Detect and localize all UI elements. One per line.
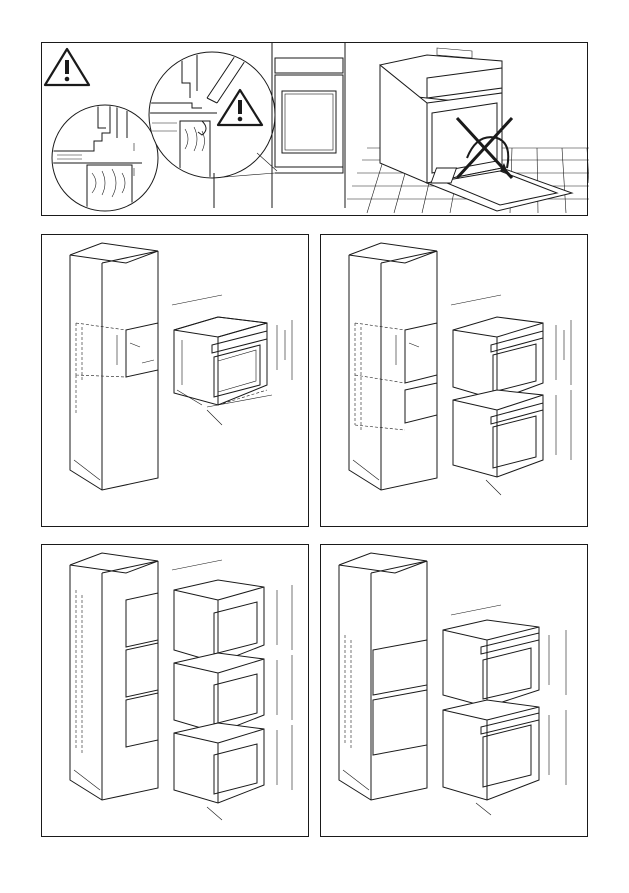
full-oven (453, 390, 543, 477)
triple-stack-panel (41, 544, 309, 837)
cabinet-gap-detail (52, 93, 158, 215)
compact-oven-middle (174, 653, 264, 733)
compact-oven-top (174, 580, 264, 663)
compact-oven (443, 620, 539, 707)
full-oven (443, 700, 539, 800)
warning-panel (41, 42, 588, 216)
tall-cabinet (339, 553, 427, 800)
warning-icon (45, 49, 89, 85)
single-oven-panel (41, 234, 309, 527)
compact-oven (174, 317, 267, 405)
oven-over-oven-panel (320, 234, 588, 527)
compact-over-oven-panel (320, 544, 588, 837)
tall-cabinet (70, 553, 158, 800)
open-door-load-warning (347, 48, 589, 213)
full-oven-bottom (174, 723, 264, 803)
tall-cabinet (70, 243, 158, 490)
tall-cabinet (349, 243, 437, 490)
compact-oven (453, 317, 543, 400)
dimension-arrows-cabinet (117, 335, 154, 365)
